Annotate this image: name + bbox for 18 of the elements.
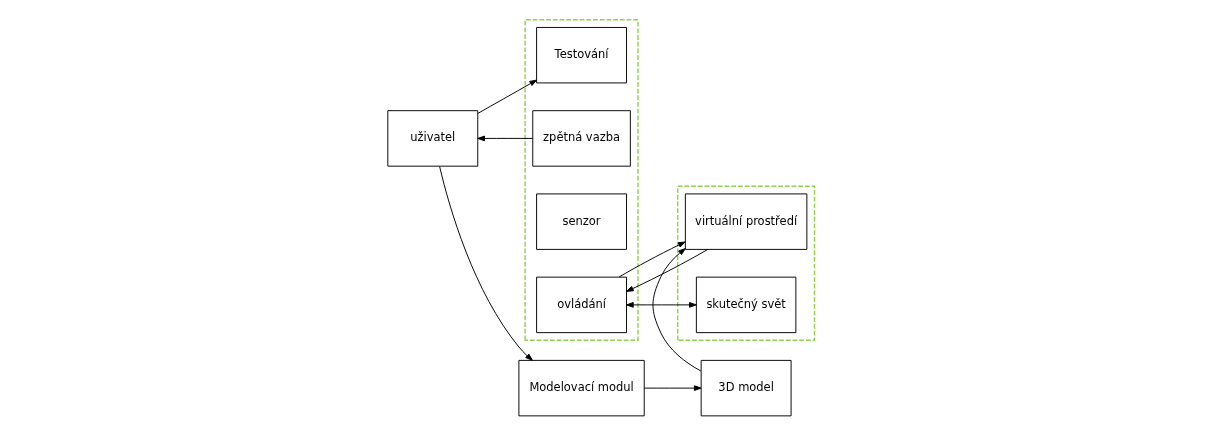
arrow xyxy=(625,248,708,292)
arrow xyxy=(643,385,702,391)
arrow xyxy=(625,302,697,308)
node-box: 3D model xyxy=(700,359,792,417)
arrow xyxy=(652,248,701,372)
node-box: zpětná vazba xyxy=(531,110,631,167)
arrow xyxy=(476,135,533,142)
node-box: uživatel xyxy=(386,110,478,167)
node-box: virtuální prostředí xyxy=(684,193,807,250)
node-box: senzor xyxy=(535,193,627,250)
node-box: skutečný svět xyxy=(695,276,796,334)
node-box: Testování xyxy=(535,26,627,84)
node-box: ovládání xyxy=(535,276,627,334)
arrow xyxy=(476,79,537,114)
arrow xyxy=(438,166,533,361)
node-box: Modelovací modul xyxy=(517,359,645,417)
arrow xyxy=(618,241,686,278)
cluster xyxy=(523,19,639,341)
